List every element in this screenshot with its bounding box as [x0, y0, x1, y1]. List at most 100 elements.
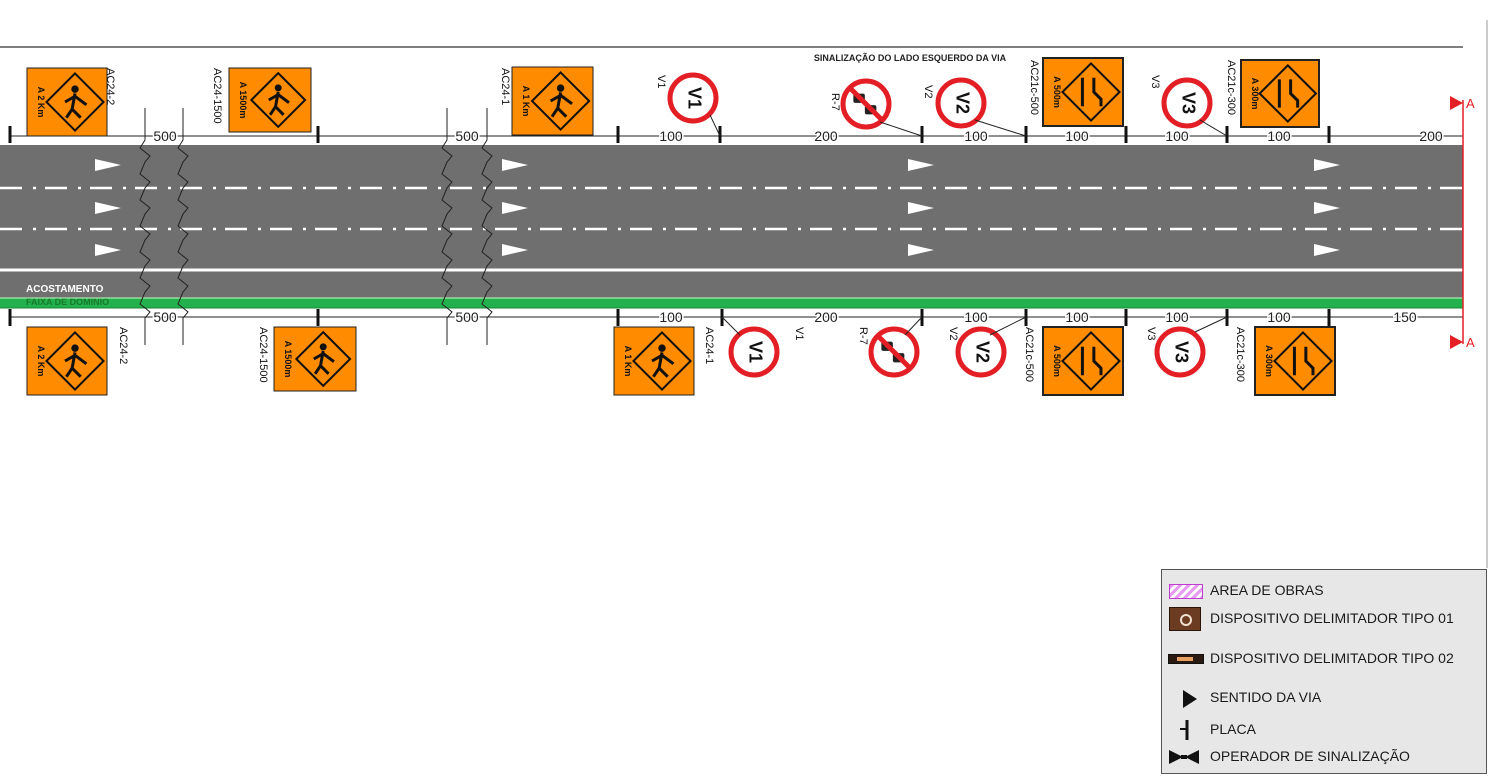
lane-reduction-symbol [1080, 77, 1103, 107]
break-line [177, 108, 189, 345]
speed-limit-text: V3 [1178, 92, 1198, 114]
distance-label: 100 [1267, 128, 1291, 144]
section-marker-top: A [1450, 96, 1475, 111]
leader-line [904, 316, 923, 336]
lane-reduction-symbol [1277, 79, 1300, 108]
sign-distance-text: A 500m [1052, 76, 1062, 108]
sign-distance-text: A 300m [1264, 345, 1274, 377]
leader-line [879, 121, 923, 137]
prohibition-bar [876, 334, 912, 370]
distance-label: 100 [1267, 309, 1291, 325]
sign-distance-text: A 2 Km [36, 346, 46, 377]
sign-code-label: AC24-1500 [257, 327, 269, 383]
leader-line [721, 316, 741, 336]
sign-code-label: AC21c-300 [1225, 60, 1237, 115]
distance-label: 500 [153, 128, 177, 144]
plan-title: SINALIZAÇÃO DO LADO ESQUERDO DA VIA [814, 53, 1007, 63]
sign-code-label: V3 [1145, 327, 1157, 340]
sign-post-icon [1165, 716, 1203, 742]
sign-distance-text: A 1 Km [623, 346, 633, 377]
sign-code-label: AC21c-500 [1023, 327, 1035, 382]
sign-code-label: AC21c-300 [1234, 327, 1246, 382]
sign-code-label: V1 [655, 75, 667, 88]
sign-code-label: AC24-1500 [211, 68, 223, 124]
delimiter-type-01-icon [1165, 605, 1203, 631]
lane-reduction-symbol [1080, 346, 1103, 376]
worker-figure [313, 350, 335, 375]
legend-item-delimitador-01: DISPOSITIVO DELIMITADOR TIPO 01 [1162, 605, 1486, 631]
sign-ac24-1: A 1 Km AC24-1 [613, 326, 715, 396]
distance-label: 500 [455, 309, 479, 325]
sign-distance-text: A 500m [1052, 345, 1062, 377]
sign-ac21c-300: A 300m AC21c-300 [1234, 326, 1336, 396]
leader-line [1199, 119, 1228, 137]
distance-label: 100 [659, 309, 683, 325]
sign-distance-text: A 1500m [238, 82, 248, 119]
direction-arrow [908, 244, 934, 256]
break-line [481, 108, 493, 345]
diamond-outline [249, 71, 307, 129]
speed-limit-disc [728, 326, 780, 378]
leader-line [1194, 316, 1228, 333]
direction-arrow [502, 202, 528, 214]
direction-arrow [1314, 159, 1340, 171]
work-area-icon [1165, 577, 1203, 603]
sign-code-label: V2 [947, 327, 959, 340]
worker-head [556, 84, 565, 92]
distance-label: 100 [964, 309, 988, 325]
sign-ac21c-500: A 500m AC21c-500 [1023, 326, 1124, 396]
speed-limit-text: V1 [745, 341, 765, 363]
worker-head [274, 84, 282, 92]
legend-item-operador: OPERADOR DE SINALIZAÇÃO [1162, 743, 1486, 769]
delimiter-type-02-icon [1165, 645, 1204, 671]
diamond-outline [1061, 331, 1121, 391]
legend-item-delimitador-02: DISPOSITIVO DELIMITADOR TIPO 02 [1162, 645, 1486, 671]
svg-text:A: A [1466, 335, 1475, 350]
legend-item-placa: PLACA [1162, 716, 1486, 742]
speed-limit-text: V2 [952, 92, 972, 114]
diamond-outline [632, 331, 692, 391]
break-lines [139, 108, 493, 345]
sign-code-label: V2 [922, 85, 934, 98]
sign-ac21c-500: A 500m AC21c-500 [1028, 57, 1124, 127]
distance-label: 100 [1065, 128, 1089, 144]
sign-code-label: AC24-2 [104, 68, 116, 105]
worker-head [658, 344, 666, 352]
sign-code-label: AC24-1 [499, 68, 511, 105]
speed-limit-disc [955, 326, 1007, 378]
diamond-outline [530, 71, 591, 131]
speed-limit-disc [935, 77, 987, 129]
diamond-outline [1061, 62, 1121, 122]
sign-code-label: R-7 [857, 327, 869, 345]
direction-arrows [95, 159, 1340, 256]
diamond-outline [1258, 63, 1318, 124]
speed-limit-disc [667, 72, 719, 124]
worker-figure [549, 92, 573, 118]
distance-label: 200 [1419, 128, 1443, 144]
direction-arrow [95, 244, 121, 256]
domain-label: FAIXA DE DOMINIO [26, 297, 109, 307]
direction-arrow [1314, 202, 1340, 214]
sign-code-label: AC24-1 [703, 327, 715, 364]
diamond-outline [45, 72, 105, 132]
worker-head [71, 85, 79, 93]
worker-figure [64, 352, 88, 378]
sign-r-7: R-7 [857, 316, 923, 378]
worker-head [319, 343, 327, 351]
sign-code-label: AC21c-500 [1028, 60, 1040, 115]
sign-distance-text: A 300m [1250, 78, 1260, 110]
direction-arrow-icon [1165, 684, 1203, 710]
sign-code-label: R-7 [829, 93, 841, 111]
sign-ac21c-300: A 300m AC21c-300 [1225, 59, 1320, 128]
